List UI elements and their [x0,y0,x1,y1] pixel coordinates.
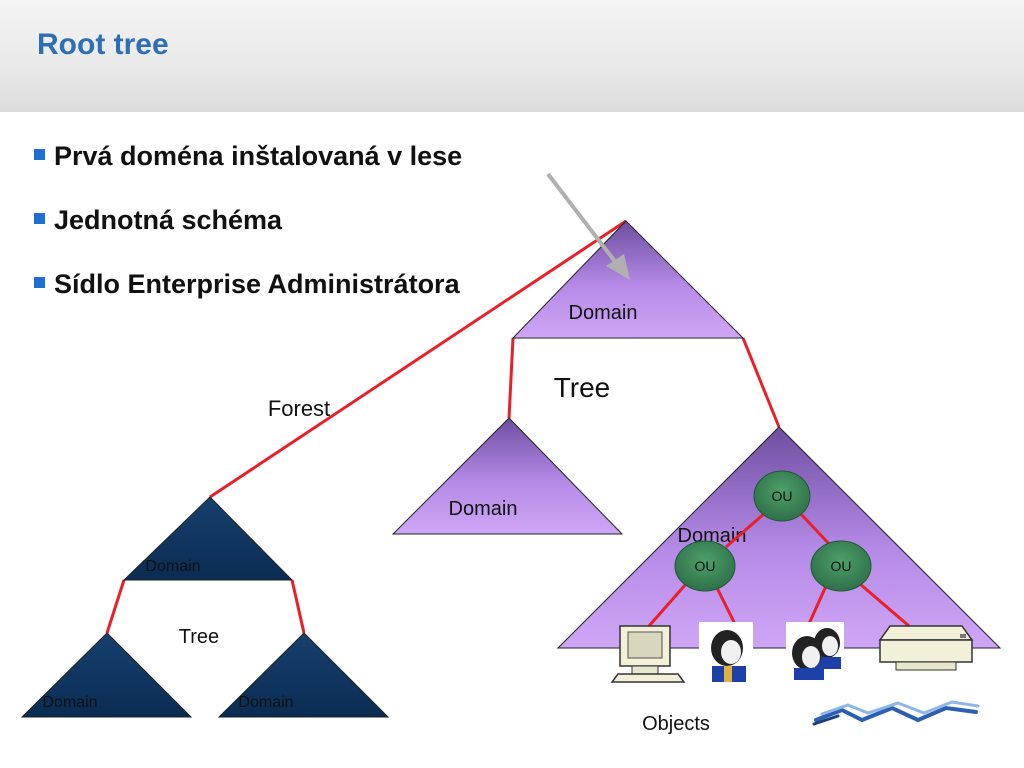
child-domain-triangle [391,417,624,535]
printer-icon [878,625,974,671]
forest-connector [209,219,627,499]
root-domain-label: Domain [569,302,638,324]
bullet-item: Sídlo Enterprise Administrátora [32,264,462,328]
left-top-domain-label: Domain [145,558,200,575]
root-domain-triangle [511,220,745,339]
ou-connector-lines [647,511,910,628]
user-icon [699,622,753,684]
page-title: Root tree [37,28,169,61]
main-tree-label: Tree [554,372,611,403]
connector-lines [105,219,781,634]
computer-icon [610,625,686,683]
bullet-square-icon [34,149,45,160]
slide-header [0,0,1024,112]
tree-connector [290,579,306,634]
ou-label: OU [772,488,793,504]
child-domain-label: Domain [449,498,518,520]
bullet-square-icon [34,277,45,288]
tree-connector [507,337,515,419]
company-logo-icon [812,700,980,726]
left-bottom-left-domain-triangle [20,632,193,718]
left-top-domain-triangle [122,496,294,581]
bullet-text: Prvá doména inštalovaná v lese [54,141,463,171]
ou-domain-triangle [556,426,1002,649]
left-bottom-right-domain-triangle [217,632,390,718]
bullet-item: Prvá doména inštalovaná v lese [32,136,462,200]
tree-connector [105,579,126,634]
left-tree-label: Tree [179,626,219,648]
bullet-list: Prvá doména inštalovaná v lese Jednotná … [32,136,462,328]
bullet-text: Jednotná schéma [54,205,283,235]
ou-node: OU [753,470,811,522]
forest-label: Forest [268,396,330,421]
ou-domain-label: Domain [678,525,747,547]
group-icon [786,622,844,680]
ou-label: OU [695,558,716,574]
ou-node: OU [674,540,736,592]
ou-node: OU [810,540,872,592]
tree-connector [741,337,781,428]
left-bottom-left-domain-label: Domain [42,694,97,711]
bullet-square-icon [34,213,45,224]
bullet-text: Sídlo Enterprise Administrátora [54,269,460,299]
pointer-arrow-icon [546,172,630,280]
left-bottom-right-domain-label: Domain [238,694,293,711]
bullet-item: Jednotná schéma [32,200,462,264]
ou-label: OU [831,558,852,574]
objects-label: Objects [642,713,710,735]
